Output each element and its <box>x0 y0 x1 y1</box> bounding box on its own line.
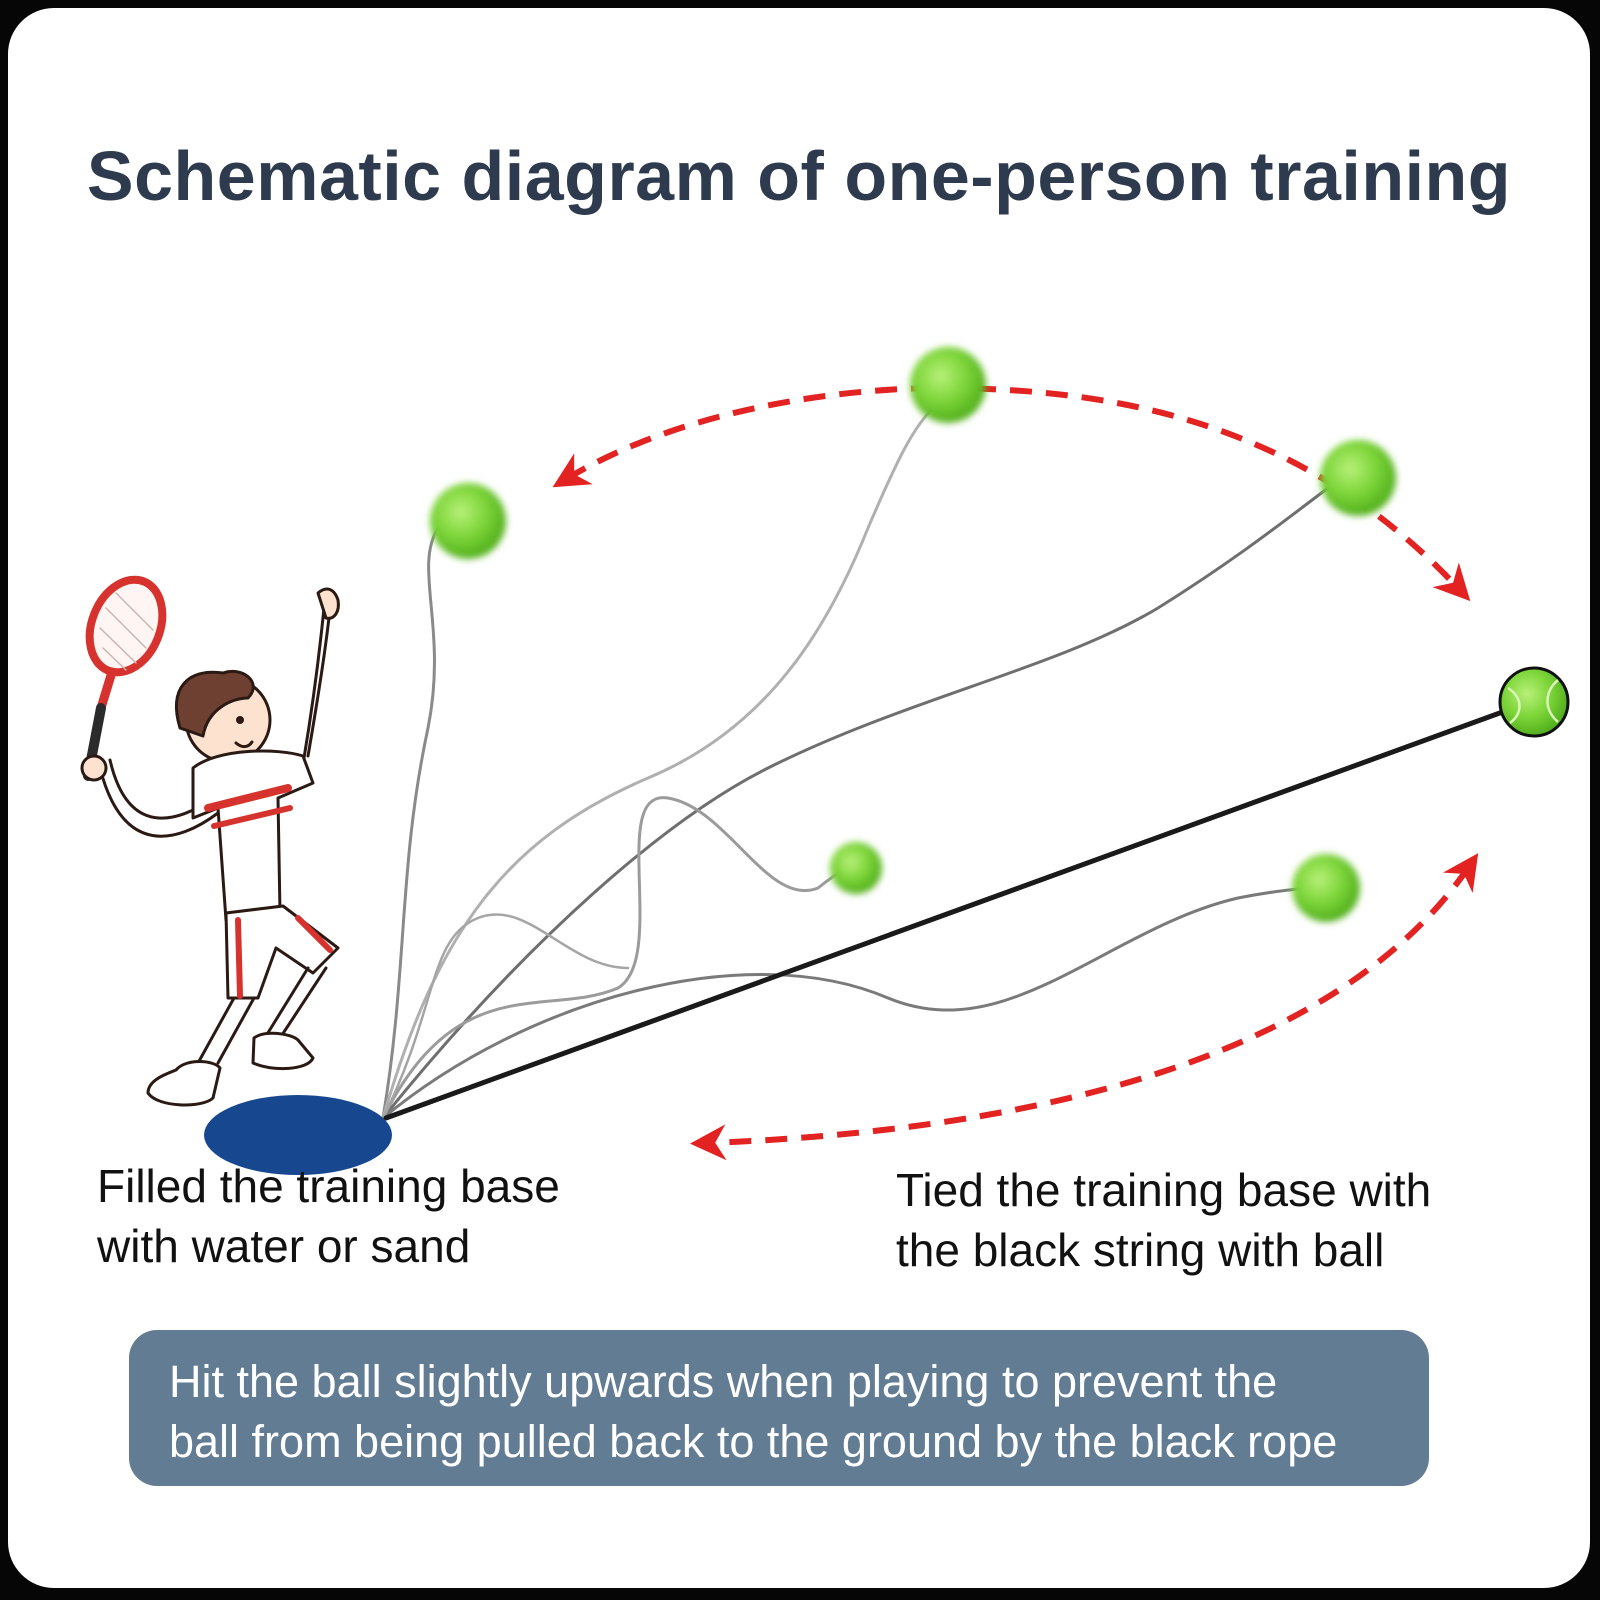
arrow-top-right <box>937 385 1471 602</box>
ball-icon <box>1498 666 1570 738</box>
caption-line: Tied the training base with <box>896 1164 1432 1216</box>
red-arrows <box>552 385 1479 1161</box>
caption-training-base: Filled the training base with water or s… <box>97 1156 717 1276</box>
caption-line: Filled the training base <box>97 1160 560 1212</box>
arrow-top-left <box>552 385 934 488</box>
shoe-icon <box>251 1031 315 1071</box>
tip-line: ball from being pulled back to the groun… <box>169 1416 1338 1467</box>
caption-line: the black string with ball <box>896 1224 1385 1276</box>
ball-icon <box>1320 440 1396 516</box>
shoe-icon <box>146 1060 222 1107</box>
caption-line: with water or sand <box>97 1220 471 1272</box>
diagram-card: Schematic diagram of one-person training <box>8 8 1590 1588</box>
string-trace-2 <box>381 406 935 1120</box>
training-diagram <box>80 347 1570 1175</box>
training-base <box>204 1095 392 1175</box>
tennis-player-illustration <box>80 575 340 1107</box>
string-trace-6 <box>381 913 630 1120</box>
tip-line: Hit the ball slightly upwards when playi… <box>169 1356 1278 1407</box>
string-trace-3 <box>381 486 1330 1120</box>
tennis-balls <box>430 347 1570 922</box>
page-title: Schematic diagram of one-person training <box>86 137 1512 215</box>
ball-icon <box>1292 854 1360 922</box>
caption-black-string: Tied the training base with the black st… <box>896 1160 1516 1280</box>
ball-icon <box>430 483 506 559</box>
tip-box: Hit the ball slightly upwards when playi… <box>129 1330 1429 1486</box>
arrow-bottom <box>690 853 1479 1161</box>
motion-strings <box>381 406 1330 1120</box>
ball-icon <box>910 347 986 423</box>
ball-icon <box>830 842 882 894</box>
racket-icon <box>83 575 167 781</box>
string-trace-1 <box>381 526 440 1120</box>
